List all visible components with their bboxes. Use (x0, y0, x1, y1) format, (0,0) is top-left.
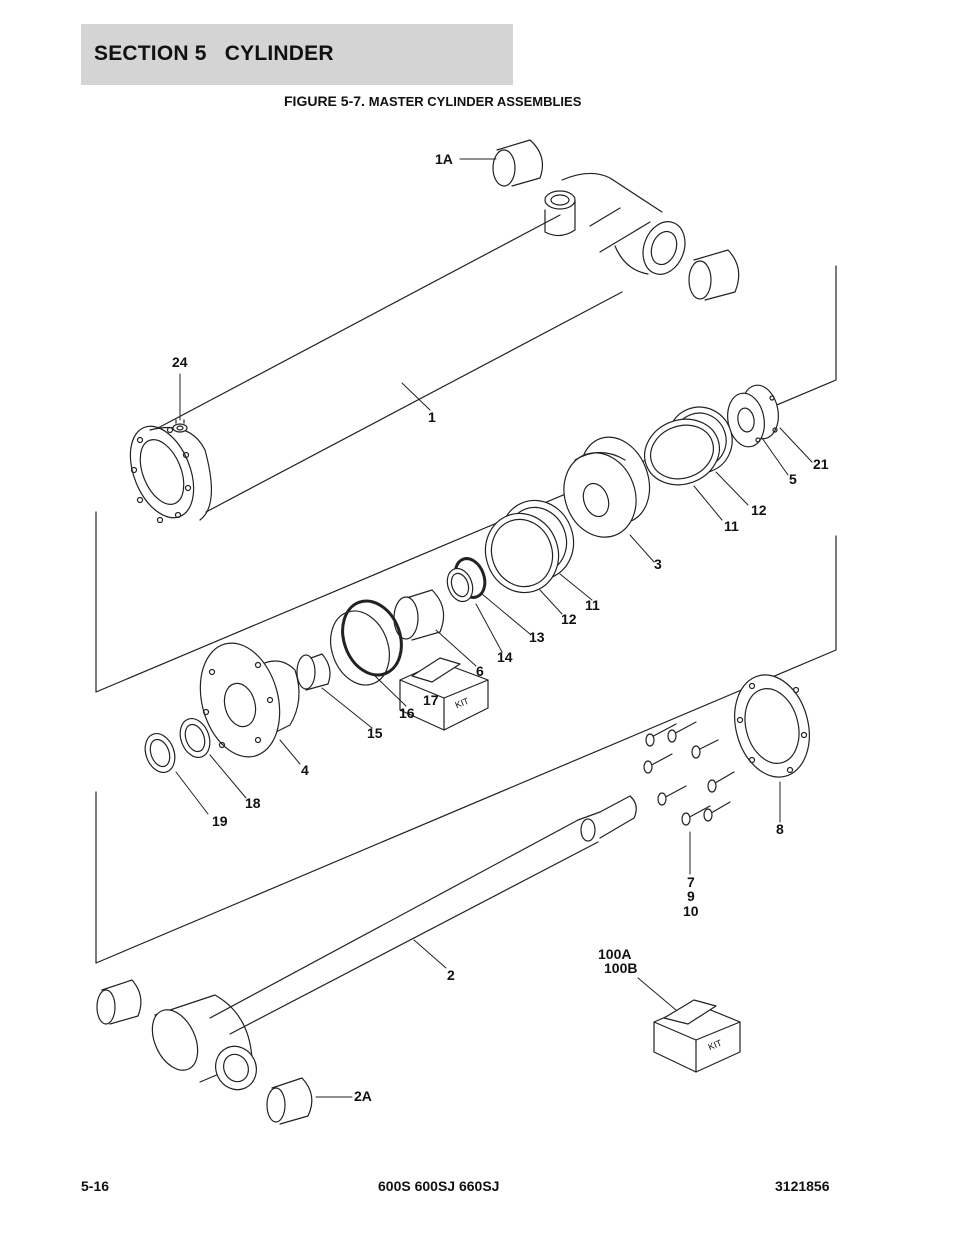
callout-7: 7 (687, 874, 695, 890)
seal-ring-11-upper (644, 418, 720, 486)
callout-5: 5 (789, 471, 797, 487)
callout-6: 6 (476, 663, 484, 679)
bushing-trunnion (688, 249, 740, 301)
callout-12-lower: 12 (561, 611, 577, 627)
flange-gasket (734, 674, 810, 778)
bushing-rod-upper (96, 979, 142, 1025)
figure-title: FIGURE 5-7. MASTER CYLINDER ASSEMBLIES (284, 93, 581, 109)
section-title: SECTION 5 CYLINDER (94, 42, 334, 65)
piston (563, 436, 651, 538)
figure-caption: MASTER CYLINDER ASSEMBLIES (368, 94, 582, 109)
locknut (727, 384, 779, 448)
callout-16: 16 (399, 705, 415, 721)
callout-1: 1 (428, 409, 436, 425)
callout-3: 3 (654, 556, 662, 572)
callout-100a: 100A (598, 946, 632, 962)
callout-15: 15 (367, 725, 383, 741)
backup-ring-14 (446, 567, 474, 603)
cylinder-head (199, 642, 300, 758)
callout-12-upper: 12 (751, 502, 767, 518)
callout-100b: 100B (604, 960, 638, 976)
barrel-group-outline (95, 265, 837, 693)
document-number: 3121856 (775, 1178, 830, 1194)
callout-21: 21 (813, 456, 829, 472)
bushing-2a (266, 1077, 313, 1125)
bushing-1a (492, 139, 543, 187)
callout-13: 13 (529, 629, 545, 645)
wiper-19 (144, 733, 176, 773)
figure-number: FIGURE 5-7. (284, 93, 365, 109)
o-ring-16 (330, 599, 403, 686)
callout-10: 10 (683, 903, 699, 919)
bolt-set (643, 721, 735, 826)
wear-ring-12-lower (484, 512, 560, 594)
cylinder-barrel (129, 172, 686, 524)
spacer (393, 589, 445, 641)
callout-17: 17 (423, 692, 439, 708)
callout-9: 9 (687, 888, 695, 904)
callout-11-lower: 11 (585, 597, 600, 613)
callout-24: 24 (172, 354, 188, 370)
callout-18: 18 (245, 795, 261, 811)
leader-lines (175, 158, 813, 1098)
wiper-15 (296, 653, 331, 691)
callout-2a: 2A (354, 1088, 372, 1104)
rod-seal-18 (179, 718, 211, 758)
rod-group-outline (95, 535, 837, 964)
piston-rod (151, 795, 637, 1091)
callout-19: 19 (212, 813, 228, 829)
callout-4: 4 (301, 762, 309, 778)
callout-8: 8 (776, 821, 784, 837)
callout-14: 14 (497, 649, 513, 665)
model-list: 600S 600SJ 660SJ (378, 1178, 500, 1194)
overhaul-kit-box (653, 999, 741, 1073)
section-header: SECTION 5 CYLINDER (81, 24, 513, 85)
seal-kit-box (399, 657, 489, 731)
callout-11-upper: 11 (724, 518, 739, 534)
callout-2: 2 (447, 967, 455, 983)
page-number: 5-16 (81, 1178, 110, 1194)
callout-1a: 1A (435, 151, 453, 167)
